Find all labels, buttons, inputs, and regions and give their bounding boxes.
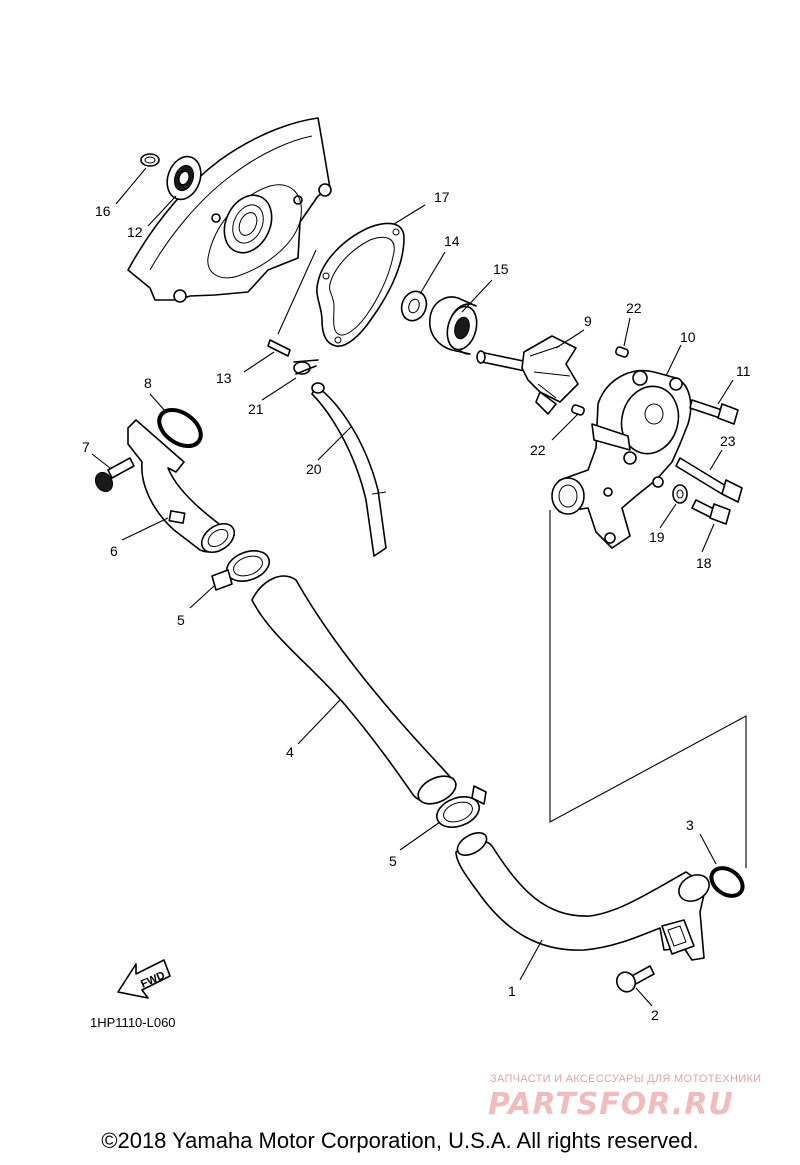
watermark: ЗАПЧАСТИ И АКСЕССУАРЫ ДЛЯ МОТОТЕХНИКИ PA…: [488, 1073, 761, 1122]
callout-23: 23: [720, 433, 736, 449]
part-18-bolt: [691, 499, 731, 525]
part-10-pump-housing: [551, 369, 692, 549]
callout-2: 2: [651, 1007, 659, 1023]
part-2-bolt: [615, 965, 655, 993]
part-4-hose: [251, 575, 457, 805]
watermark-brand: PARTSFOR.RU: [488, 1087, 734, 1122]
callout-5-upper: 5: [177, 612, 185, 628]
callout-3: 3: [686, 817, 694, 833]
part-7-bolt: [94, 457, 135, 493]
part-8-o-ring: [157, 407, 203, 449]
part-17-gasket: [316, 222, 405, 347]
part-15-oil-seal: [428, 296, 478, 355]
callout-8: 8: [144, 375, 152, 391]
part-5-hose-clamp-lower: [435, 785, 487, 828]
crankcase-cover: [127, 117, 332, 303]
part-16-circlip: [140, 153, 160, 167]
callout-17: 17: [434, 189, 450, 205]
callout-1: 1: [508, 983, 516, 999]
part-6-pipe: [127, 419, 236, 554]
callout-5-lower: 5: [389, 853, 397, 869]
part-11-bolt: [689, 399, 739, 425]
part-1-pipe: [455, 832, 710, 961]
part-14-seal: [400, 290, 428, 322]
part-22-dowel-pins: [571, 346, 629, 416]
callout-19: 19: [649, 529, 665, 545]
callout-22-lower: 22: [530, 442, 546, 458]
callout-20: 20: [306, 461, 322, 477]
part-20-hose: [311, 382, 387, 557]
part-3-o-ring: [709, 866, 745, 898]
callout-18: 18: [696, 555, 712, 571]
callout-14: 14: [444, 233, 460, 249]
callout-10: 10: [680, 329, 696, 345]
callout-15: 15: [493, 261, 509, 277]
callout-9: 9: [584, 313, 592, 329]
watermark-tagline: ЗАПЧАСТИ И АКСЕССУАРЫ ДЛЯ МОТОТЕХНИКИ: [490, 1073, 761, 1085]
part-21-clamp: [293, 359, 319, 375]
callout-labels: 16 12 17 14 15 9 22 10 11 23 22 19 18 13…: [82, 189, 751, 1023]
assembly-reference-lines: [549, 510, 747, 868]
fwd-arrow-icon: FWD: [117, 959, 171, 999]
callout-13: 13: [216, 370, 232, 386]
callout-16: 16: [95, 203, 111, 219]
leader-lines: [91, 167, 734, 1007]
part-12-bearing: [166, 155, 202, 201]
part-5-hose-clamp-upper: [211, 550, 271, 591]
callout-12: 12: [127, 224, 143, 240]
part-23-bolt: [675, 457, 743, 503]
part-13-pin: [267, 339, 291, 357]
callout-7: 7: [82, 439, 90, 455]
part-19-washer: [672, 484, 688, 504]
part-9-impeller-shaft: [476, 335, 579, 415]
callout-21: 21: [248, 401, 264, 417]
copyright-notice: ©2018 Yamaha Motor Corporation, U.S.A. A…: [101, 1128, 699, 1153]
callout-22-upper: 22: [626, 300, 642, 316]
callout-6: 6: [110, 543, 118, 559]
callout-4: 4: [286, 744, 294, 760]
callout-11: 11: [736, 363, 751, 379]
diagram-code: 1HP1110-L060: [90, 1015, 176, 1030]
